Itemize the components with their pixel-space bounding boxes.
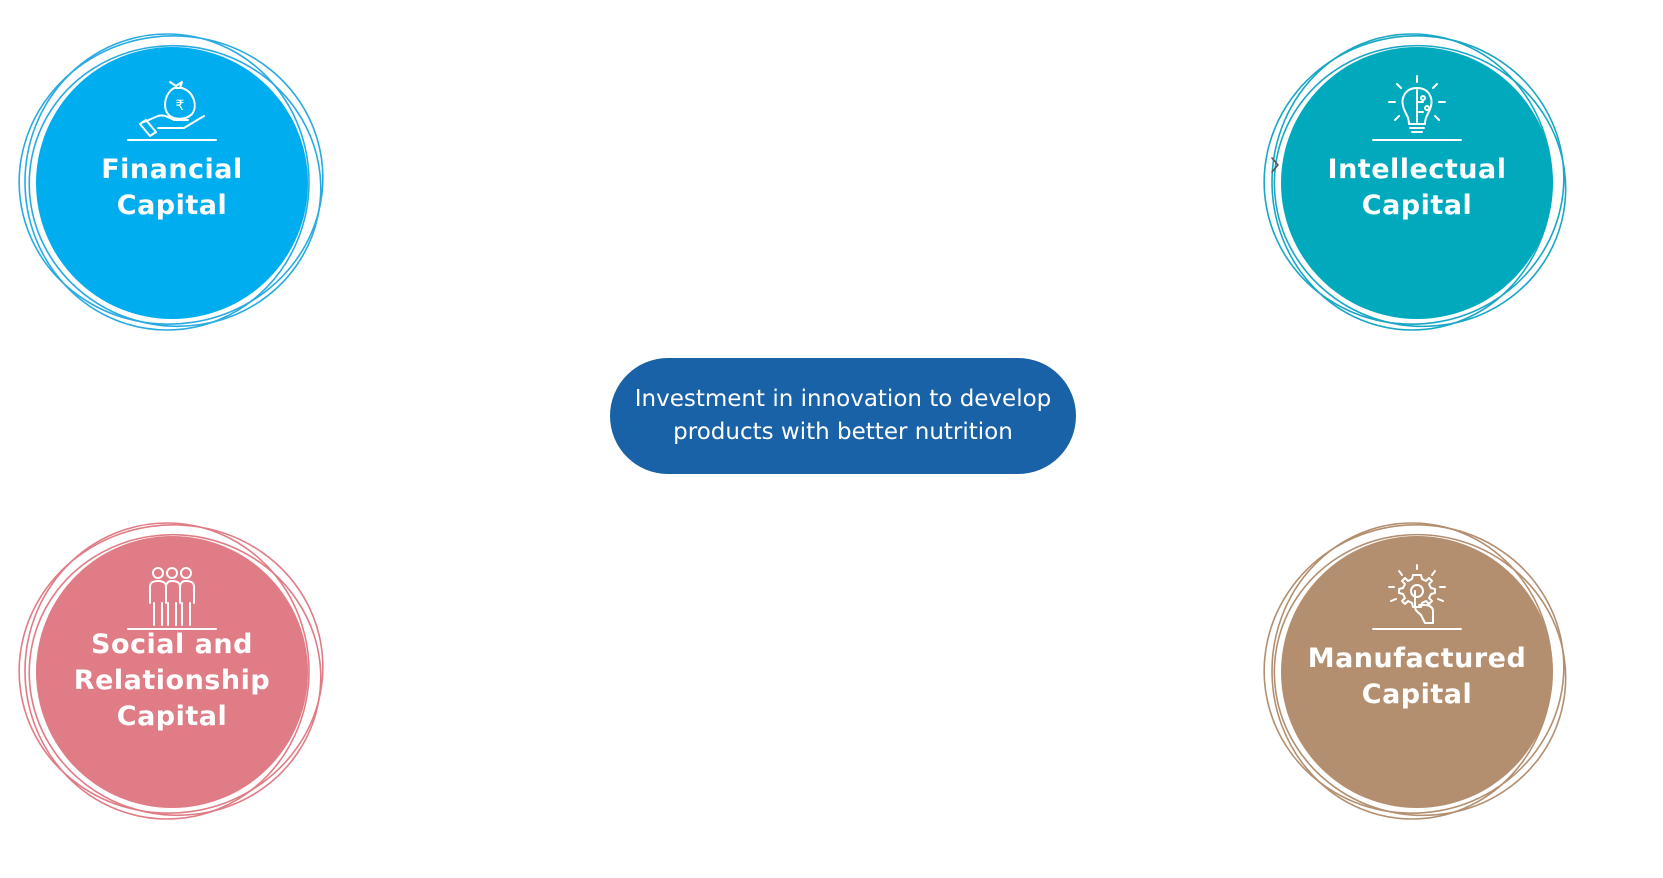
social-relationship-capital-node[interactable]: Social and Relationship Capital (17, 519, 327, 829)
financial-rings (18, 33, 324, 331)
svg-text:₹: ₹ (176, 98, 185, 114)
financial-capital-label: Financial Capital (101, 154, 243, 221)
social-rings (18, 522, 324, 820)
lightbulb-brain-icon (1369, 74, 1465, 144)
center-statement-line2: products with better nutrition (673, 419, 1013, 445)
center-statement-line1: Investment in innovation to develop (634, 386, 1052, 412)
financial-disc (36, 47, 308, 319)
social-relationship-capital-label: Social and Relationship Capital (73, 629, 271, 732)
manufactured-capital-node[interactable]: Manufactured Capital (1262, 519, 1572, 829)
manufactured-capital-label: Manufactured Capital (1307, 643, 1527, 710)
intellectual-capital-node[interactable]: Intellectual Capital (1262, 30, 1572, 340)
center-statement: Investment in innovation to develop prod… (610, 358, 1076, 474)
chevron-right-icon[interactable] (1268, 155, 1282, 175)
manufactured-disc (1281, 536, 1553, 808)
gear-hand-icon (1369, 563, 1465, 633)
intellectual-capital-label: Intellectual Capital (1327, 154, 1507, 221)
money-bag-hand-icon: ₹ (124, 74, 220, 144)
financial-capital-node[interactable]: ₹ Financial Capital (17, 30, 327, 340)
people-group-icon (124, 563, 220, 633)
